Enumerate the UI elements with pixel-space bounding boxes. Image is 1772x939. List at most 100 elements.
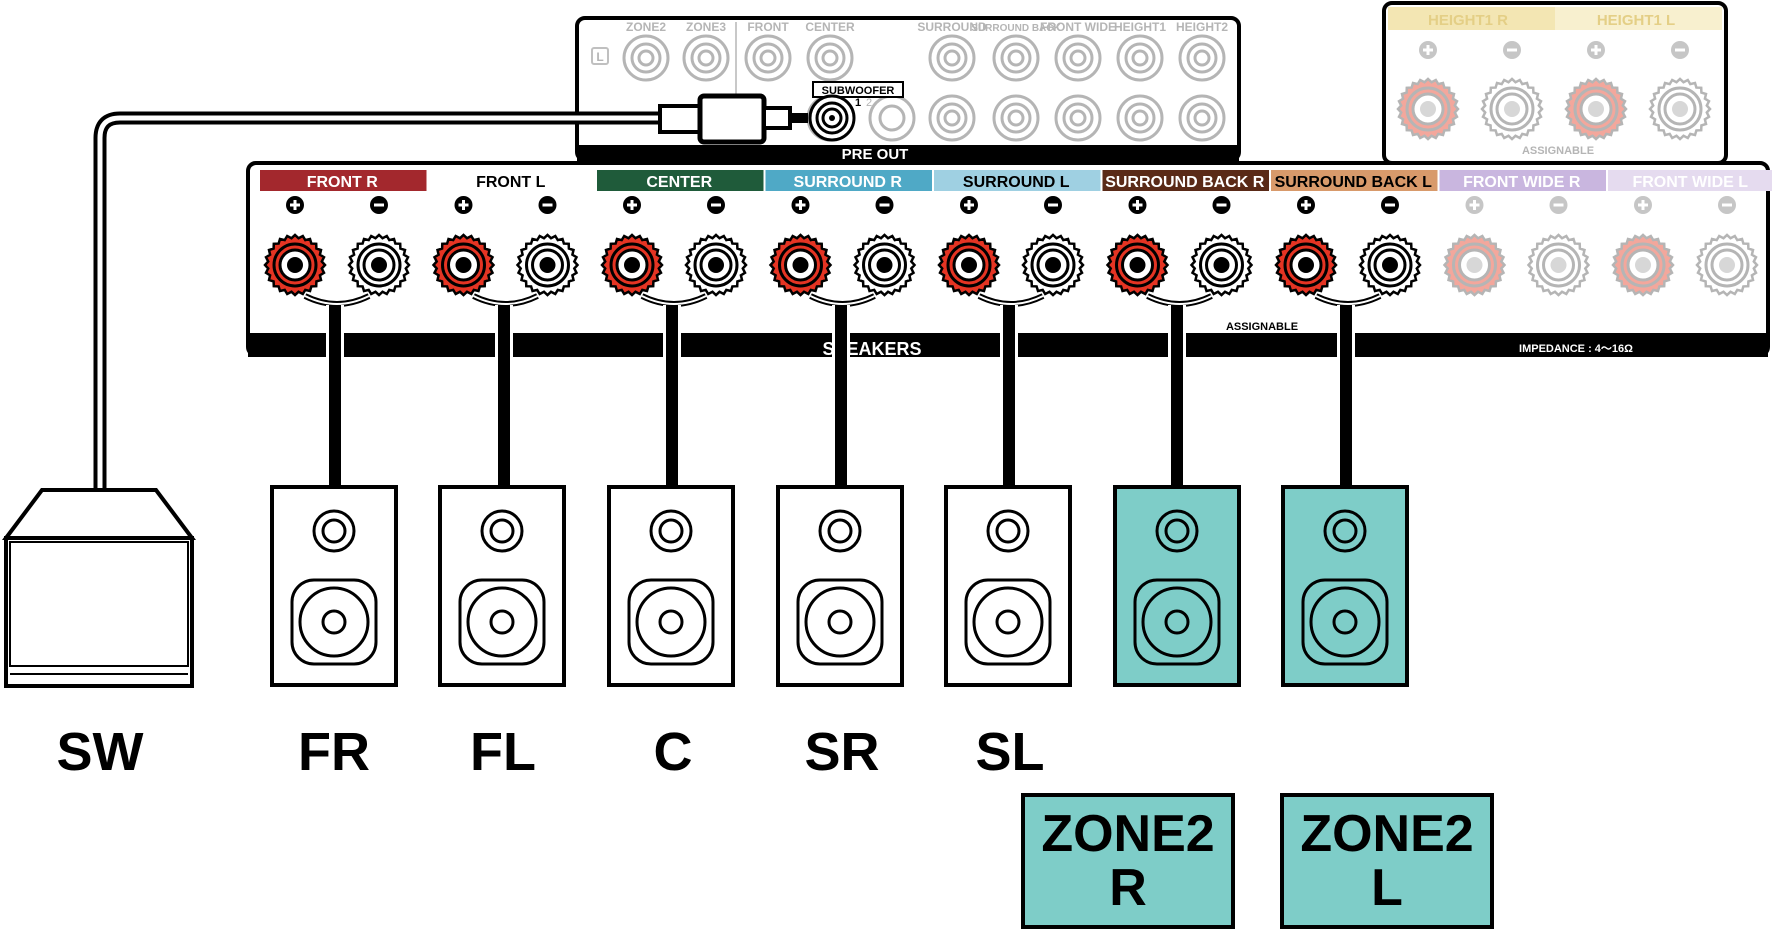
height-terminal-plus-r[interactable]: [1396, 77, 1460, 141]
minus-sign-icon: [370, 196, 388, 214]
height-terminal-minus-l[interactable]: [1648, 77, 1712, 141]
jack-pin: [1007, 109, 1025, 127]
sign-bar-v: [293, 200, 297, 210]
post-hole: [1045, 257, 1061, 273]
sign-bar-v: [1641, 200, 1645, 210]
terminal-plus-surround-back-l[interactable]: [1274, 233, 1338, 297]
sign-bar-v: [1426, 45, 1430, 55]
terminal-minus-center-[interactable]: [684, 233, 748, 297]
terminal-bridge-highlight: [641, 295, 707, 305]
speaker-cable-0: [329, 305, 341, 490]
height-terminal-minus-r[interactable]: [1480, 77, 1544, 141]
sign-bar: [1385, 203, 1395, 207]
terminal-minus-front-l[interactable]: [515, 233, 580, 297]
sign-bar: [1216, 203, 1227, 207]
speaker-cable-5: [1171, 305, 1183, 490]
zone2-r-line2: R: [1109, 859, 1147, 917]
terminal-minus-front-wide-r[interactable]: [1526, 233, 1591, 297]
plus-sign-icon: [623, 196, 641, 214]
pre-out-jack[interactable]: [1054, 34, 1102, 82]
pre-out-jack[interactable]: [682, 34, 730, 82]
speaker-cabinet-fr: [270, 485, 398, 687]
tweeter-inner-icon: [1164, 518, 1190, 544]
speaker-cabinet-zone2-r: [1113, 485, 1241, 687]
terminal-bridge-highlight: [810, 295, 875, 305]
post-hole: [792, 257, 809, 273]
pre-out-jack[interactable]: [992, 94, 1040, 142]
pre-out-jack[interactable]: [928, 94, 976, 142]
pre-out-label-zone2: ZONE2: [626, 20, 666, 34]
plus-sign-icon: [286, 196, 304, 214]
plus-sign-icon: [1634, 196, 1652, 214]
terminal-plus-surround-r[interactable]: [768, 233, 833, 297]
terminal-plus-surround-back-r[interactable]: [1105, 233, 1170, 297]
subwoofer-jack-1[interactable]: [808, 94, 856, 142]
sign-bar: [1507, 48, 1517, 52]
speaker-cabinets: [270, 485, 1409, 687]
pre-out-jack[interactable]: [806, 34, 854, 82]
speaker-cable-6: [1340, 305, 1352, 490]
terminal-plus-front-wide-l[interactable]: [1611, 233, 1675, 297]
jack-pin: [1069, 109, 1087, 127]
terminal-minus-surround-back-l[interactable]: [1358, 233, 1422, 297]
minus-sign-icon: [875, 196, 894, 214]
pre-out-jack[interactable]: [1054, 94, 1102, 142]
speaker-cable-3: [835, 305, 847, 490]
terminal-minus-front-r[interactable]: [347, 233, 411, 297]
woofer-dustcap-icon: [995, 609, 1021, 635]
pre-out-jack[interactable]: [928, 34, 976, 82]
speaker-label-sw: SW: [56, 722, 144, 782]
speaker-cable-4: [1003, 305, 1015, 490]
terminal-minus-surround-r[interactable]: [852, 233, 917, 297]
terminal-plus-surround-l[interactable]: [937, 233, 1001, 297]
zone2-l-badge: ZONE2 L: [1280, 793, 1494, 929]
speaker-label-sl: SL: [975, 722, 1045, 782]
terminal-minus-front-wide-l[interactable]: [1695, 233, 1759, 297]
sign-bar-v: [1473, 200, 1476, 210]
sign-bar-v: [799, 200, 802, 210]
terminal-minus-surround-back-r[interactable]: [1189, 233, 1254, 297]
speaker-cabinet-c: [607, 485, 735, 687]
terminal-plus-front-r[interactable]: [263, 233, 327, 297]
post-hole: [1129, 257, 1146, 273]
post-hole: [1298, 257, 1314, 273]
speaker-label-c: C: [653, 722, 693, 782]
pre-out-jack[interactable]: [622, 34, 670, 82]
pre-out-jack[interactable]: [1116, 94, 1164, 142]
header-bg-surround-back-r: [1102, 170, 1269, 191]
header-surround-r: SURROUND R: [794, 174, 903, 191]
terminal-minus-surround-l[interactable]: [1021, 233, 1085, 297]
speaker-cabinet-fl: [438, 485, 566, 687]
sign-bar: [879, 203, 890, 207]
terminal-plus-center-[interactable]: [600, 233, 664, 297]
jack-pin: [697, 49, 715, 67]
height-header-l: HEIGHT1 L: [1597, 12, 1675, 29]
subwoofer-num-2: 2: [866, 97, 872, 109]
post-hole: [1550, 257, 1567, 273]
terminal-bridge-highlight: [978, 295, 1044, 305]
pre-out-jack[interactable]: [992, 34, 1040, 82]
terminal-plus-front-wide-r[interactable]: [1442, 233, 1507, 297]
pre-out-jack[interactable]: [1178, 34, 1226, 82]
pre-out-jack[interactable]: [1178, 94, 1226, 142]
jack-pin: [1007, 49, 1025, 67]
terminal-plus-front-l[interactable]: [431, 233, 496, 297]
header-center-: CENTER: [646, 174, 712, 191]
terminal-bridge-highlight: [1147, 295, 1212, 305]
terminal-bridge-highlight: [1315, 295, 1381, 305]
minus-sign-icon: [1549, 196, 1568, 214]
speaker-cable-1: [498, 305, 510, 490]
height-terminal-plus-l[interactable]: [1564, 77, 1628, 141]
minus-sign-icon: [1044, 196, 1062, 214]
subwoofer-label: SUBWOOFER: [822, 85, 895, 97]
pre-out-label-height1: HEIGHT1: [1114, 20, 1166, 34]
pre-out-jack[interactable]: [1116, 34, 1164, 82]
pre-out-jack[interactable]: [744, 34, 792, 82]
woofer-dustcap-icon: [658, 609, 684, 635]
sign-bar-v: [462, 200, 465, 210]
